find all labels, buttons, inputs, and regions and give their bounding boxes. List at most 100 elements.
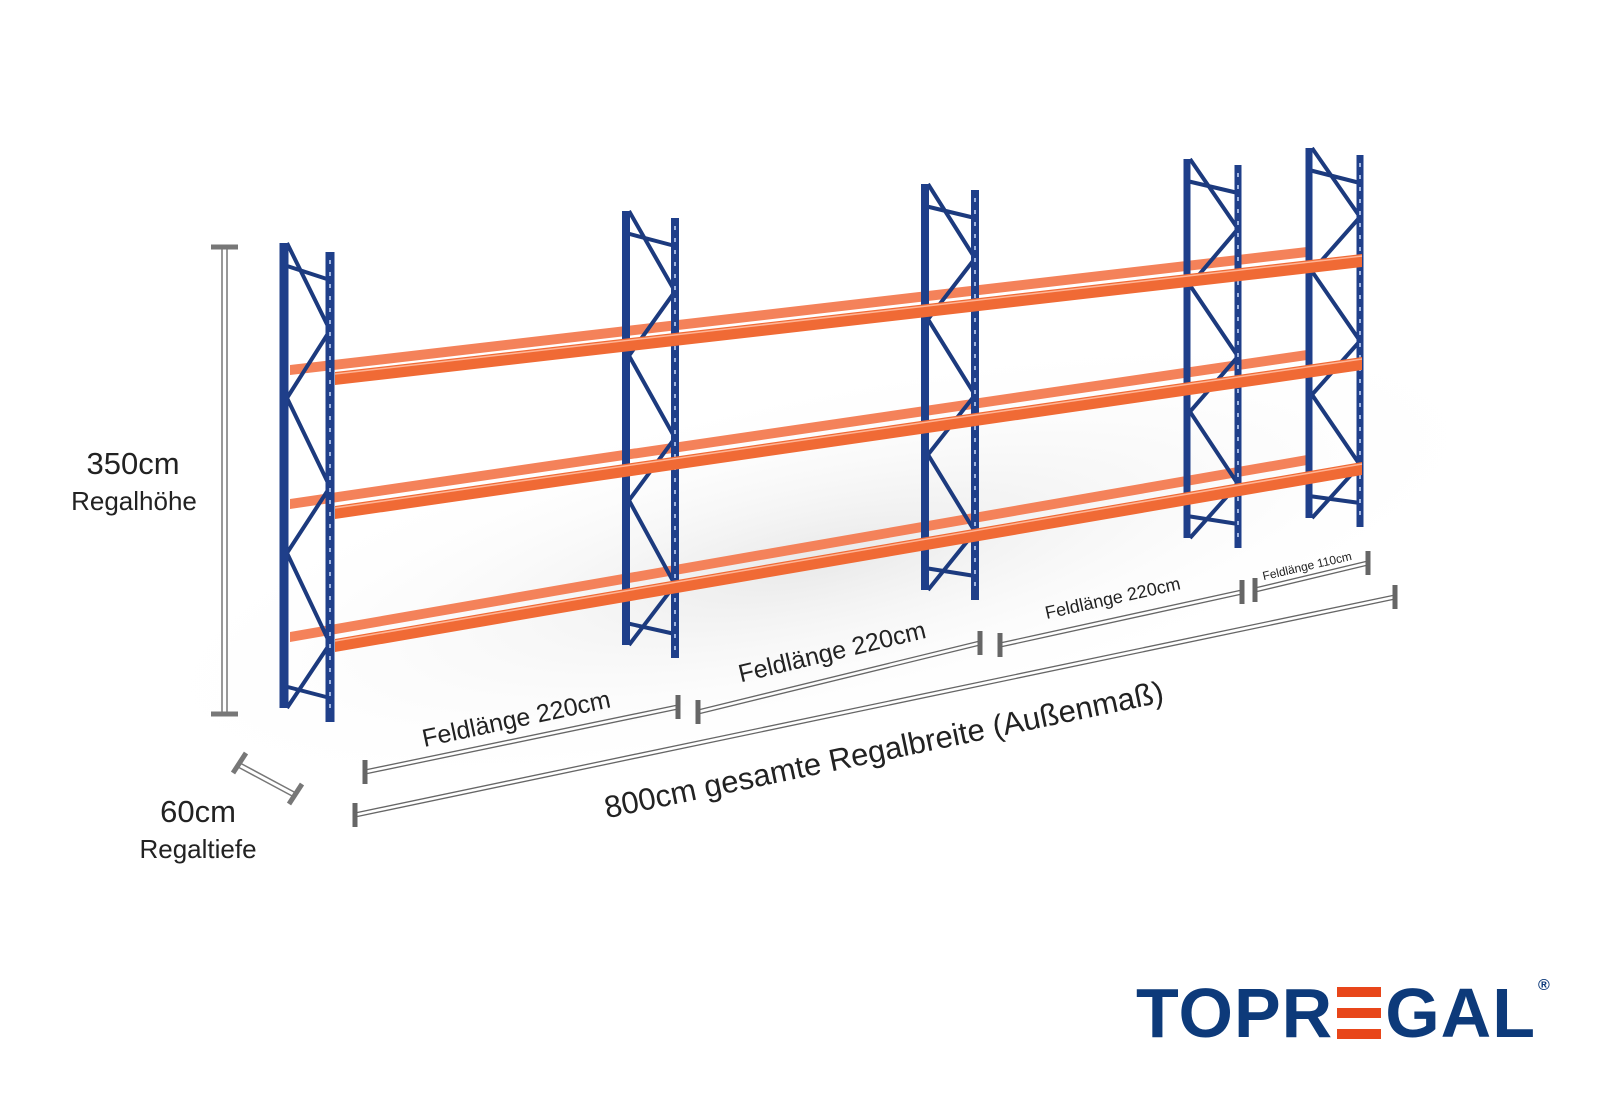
- back-beam: [290, 247, 1307, 375]
- post-perforation: [674, 526, 676, 530]
- post-perforation: [1237, 185, 1239, 189]
- post-perforation: [329, 692, 331, 696]
- beam-highlight: [334, 255, 1363, 375]
- post-perforation: [1359, 199, 1361, 203]
- dimension-line: [1254, 564, 1369, 593]
- post-perforation: [1237, 233, 1239, 237]
- logo-text-end: GAL: [1385, 974, 1536, 1052]
- post-perforation: [1359, 499, 1361, 503]
- post-perforation: [1359, 439, 1361, 443]
- post-perforation: [329, 488, 331, 492]
- post-perforation: [974, 522, 976, 526]
- post-perforation: [1359, 403, 1361, 407]
- post-perforation: [329, 332, 331, 336]
- dimension-line: [354, 598, 1396, 818]
- post-perforation: [1237, 329, 1239, 333]
- post-perforation: [1237, 449, 1239, 453]
- back-beam: [290, 350, 1307, 509]
- post-perforation: [1237, 461, 1239, 465]
- post-perforation: [1359, 487, 1361, 491]
- post-perforation: [329, 440, 331, 444]
- post-perforation: [329, 680, 331, 684]
- post-perforation: [974, 330, 976, 334]
- post-perforation: [329, 404, 331, 408]
- post-perforation: [1359, 307, 1361, 311]
- post-perforation: [329, 452, 331, 456]
- height-value: 350cm: [86, 446, 179, 481]
- post-perforation: [674, 322, 676, 326]
- post-perforation: [974, 234, 976, 238]
- frame-bottom-strut: [625, 621, 676, 636]
- post-perforation: [1237, 281, 1239, 285]
- post-perforation: [1359, 223, 1361, 227]
- post-perforation: [1237, 293, 1239, 297]
- dimension-line: [364, 704, 679, 771]
- post-perforation: [674, 550, 676, 554]
- post-perforation: [1237, 245, 1239, 249]
- beam-highlight: [334, 358, 1363, 509]
- post-perforation: [674, 286, 676, 290]
- post-perforation: [329, 284, 331, 288]
- post-perforation: [1359, 511, 1361, 515]
- back-upright-post: [921, 184, 929, 590]
- post-perforation: [1359, 379, 1361, 383]
- topregal-logo: TOPR GAL ®: [1136, 974, 1551, 1052]
- frame-top-strut: [924, 204, 976, 220]
- post-perforation: [329, 668, 331, 672]
- post-perforation: [329, 392, 331, 396]
- post-perforation: [974, 438, 976, 442]
- post-perforation: [329, 476, 331, 480]
- post-perforation: [674, 538, 676, 542]
- post-perforation: [674, 634, 676, 638]
- post-perforation: [974, 354, 976, 358]
- upright-frame: [279, 242, 335, 722]
- post-perforation: [329, 272, 331, 276]
- post-perforation: [329, 704, 331, 708]
- frame-top-strut: [1186, 179, 1239, 195]
- front-upright-post: [325, 252, 335, 722]
- logo-e-stripes: [1337, 987, 1382, 1039]
- post-perforation: [674, 406, 676, 410]
- post-perforation: [1359, 295, 1361, 299]
- post-perforation: [329, 356, 331, 360]
- post-perforation: [1237, 317, 1239, 321]
- dimension-line: [364, 708, 679, 775]
- post-perforation: [974, 426, 976, 430]
- post-perforation: [974, 510, 976, 514]
- post-perforation: [329, 536, 331, 540]
- post-perforation: [974, 282, 976, 286]
- post-perforation: [329, 464, 331, 468]
- bay-dimension: [362, 695, 681, 784]
- post-perforation: [1359, 247, 1361, 251]
- back-beam: [290, 455, 1307, 642]
- depth-value: 60cm: [160, 794, 236, 829]
- post-perforation: [329, 572, 331, 576]
- post-perforation: [1237, 437, 1239, 441]
- dimension-line: [1254, 560, 1369, 589]
- post-perforation: [974, 342, 976, 346]
- post-perforation: [1237, 473, 1239, 477]
- post-perforation: [674, 562, 676, 566]
- frame-bottom-strut: [1308, 494, 1361, 505]
- post-perforation: [1237, 197, 1239, 201]
- post-perforation: [674, 394, 676, 398]
- post-perforation: [974, 558, 976, 562]
- post-perforation: [974, 318, 976, 322]
- post-perforation: [974, 270, 976, 274]
- post-perforation: [1237, 209, 1239, 213]
- post-perforation: [974, 402, 976, 406]
- post-perforation: [674, 490, 676, 494]
- post-perforation: [674, 298, 676, 302]
- frame-top-strut: [283, 263, 331, 282]
- front-upright-post: [1356, 155, 1364, 527]
- total-width-dimension: [352, 585, 1398, 827]
- post-perforation: [974, 390, 976, 394]
- post-perforation: [674, 622, 676, 626]
- dimension-line: [697, 640, 981, 711]
- post-perforation: [674, 598, 676, 602]
- front-beam: [335, 462, 1362, 652]
- frame-top-strut: [625, 231, 676, 248]
- back-upright-post: [279, 243, 289, 708]
- post-perforation: [1359, 187, 1361, 191]
